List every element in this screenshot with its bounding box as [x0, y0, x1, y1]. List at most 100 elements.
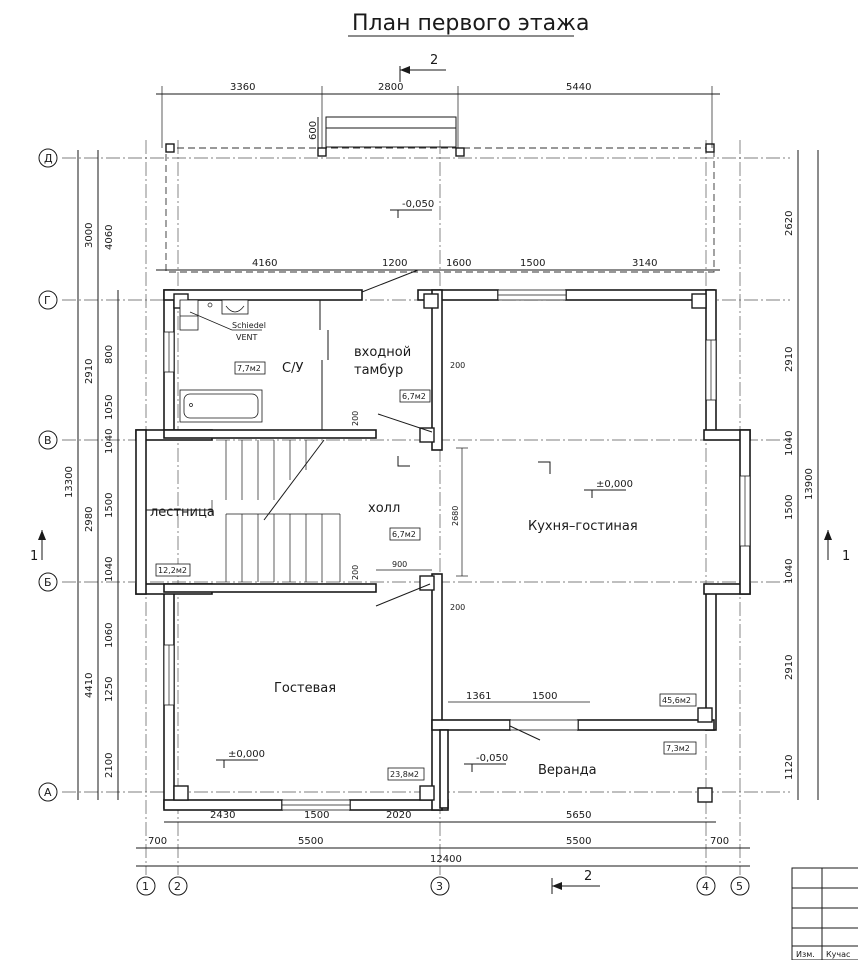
room-hall-label: холл: [368, 501, 400, 516]
area-tags: 7,7м2 6,7м2 12,2м2 6,7м2 45,6м2 7,3м2 23…: [155, 361, 697, 781]
svg-text:200: 200: [351, 565, 360, 580]
svg-text:200: 200: [450, 361, 465, 370]
room-entry-label-2: тамбур: [354, 363, 403, 378]
svg-text:12400: 12400: [430, 854, 462, 865]
svg-text:600: 600: [308, 121, 319, 140]
area-guest: 23,8м2: [390, 770, 419, 779]
svg-text:700: 700: [710, 836, 729, 847]
doors: [327, 269, 541, 741]
title-block-stamp: Изм. Кучас: [791, 867, 858, 960]
right-dimensions: 2620 2910 1040 1500 1040 2910 1120 13900: [784, 150, 819, 800]
svg-text:2620: 2620: [784, 211, 795, 236]
area-wc: 7,7м2: [237, 364, 261, 373]
area-stair: 12,2м2: [158, 566, 187, 575]
svg-text:1040: 1040: [104, 429, 115, 454]
cut-mark-left: 1: [30, 530, 46, 564]
corner-marks: [397, 447, 551, 577]
svg-text:VENT: VENT: [236, 333, 258, 342]
top-dimensions: 3360 2800 5440 600: [156, 82, 720, 148]
svg-text:5500: 5500: [566, 836, 591, 847]
svg-text:1500: 1500: [104, 493, 115, 518]
left-dimensions: 3000 4060 13300 4410 2910 2980 800 1050 …: [64, 150, 119, 800]
svg-text:1120: 1120: [784, 755, 795, 780]
svg-text:1040: 1040: [784, 431, 795, 456]
svg-text:2: 2: [584, 869, 592, 884]
svg-text:200: 200: [351, 411, 360, 426]
svg-text:4: 4: [702, 880, 709, 893]
level-terrace: -0,050: [402, 199, 434, 210]
svg-text:2800: 2800: [378, 82, 403, 93]
level-floor: ±0,000: [596, 479, 633, 490]
svg-text:2910: 2910: [784, 655, 795, 680]
svg-text:5650: 5650: [566, 810, 591, 821]
svg-text:1250: 1250: [104, 677, 115, 702]
svg-text:800: 800: [104, 345, 115, 364]
svg-text:5500: 5500: [298, 836, 323, 847]
svg-text:3: 3: [436, 880, 443, 893]
area-veranda: 7,3м2: [666, 744, 690, 753]
svg-text:1040: 1040: [784, 559, 795, 584]
section-mark-bottom: 2: [551, 869, 600, 894]
svg-text:4060: 4060: [104, 225, 115, 250]
plan-title: План первого этажа: [352, 11, 589, 36]
bottom-dimensions: 2430 1500 2020 5650 700 5500 5500 700 12…: [136, 810, 750, 867]
level-marks: -0,050 ±0,000 ±0,000 -0,050: [216, 199, 633, 772]
structural-columns: [173, 293, 713, 803]
interior-walls: [163, 289, 715, 811]
level-veranda: -0,050: [476, 753, 508, 764]
svg-text:2910: 2910: [84, 359, 95, 384]
svg-text:3360: 3360: [230, 82, 255, 93]
svg-text:2: 2: [430, 53, 438, 68]
interior-dimensions: 200 200 200 200 2680 900 1361 1500: [351, 361, 590, 703]
terrace-outline: [165, 116, 715, 273]
area-hall: 6,7м2: [392, 530, 416, 539]
svg-text:1040: 1040: [104, 557, 115, 582]
svg-text:3140: 3140: [632, 258, 657, 269]
svg-text:Б: Б: [44, 576, 52, 589]
svg-text:2020: 2020: [386, 810, 411, 821]
level-guest: ±0,000: [228, 749, 265, 760]
area-kitchen: 45,6м2: [662, 696, 691, 705]
svg-text:Кучас: Кучас: [826, 950, 850, 959]
svg-text:2430: 2430: [210, 810, 235, 821]
svg-text:3000: 3000: [84, 223, 95, 248]
room-entry-label: входной: [354, 345, 411, 360]
svg-text:1: 1: [842, 549, 850, 564]
bathroom-fixtures: [179, 299, 263, 423]
svg-text:1500: 1500: [784, 495, 795, 520]
svg-text:4160: 4160: [252, 258, 277, 269]
svg-text:1500: 1500: [304, 810, 329, 821]
svg-text:Г: Г: [44, 294, 51, 307]
svg-text:2: 2: [174, 880, 181, 893]
svg-text:5440: 5440: [566, 82, 591, 93]
svg-text:Schiedel: Schiedel: [232, 321, 266, 330]
svg-text:А: А: [44, 786, 52, 799]
svg-text:4410: 4410: [84, 673, 95, 698]
stair: [146, 439, 341, 582]
svg-text:2980: 2980: [84, 507, 95, 532]
axis-letter-bubbles: Д Г В Б А: [38, 148, 58, 802]
svg-text:900: 900: [392, 560, 407, 569]
room-wc-label: С/У: [282, 361, 303, 376]
svg-text:Изм.: Изм.: [796, 950, 815, 959]
svg-text:2680: 2680: [451, 506, 460, 526]
room-kitchen-label: Кухня–гостиная: [528, 519, 638, 534]
svg-text:Д: Д: [44, 152, 53, 165]
svg-text:1060: 1060: [104, 623, 115, 648]
section-mark-top: 2: [399, 53, 446, 82]
svg-text:1361: 1361: [466, 691, 491, 702]
windows: [163, 289, 751, 811]
svg-text:1500: 1500: [520, 258, 545, 269]
cut-mark-right: 1: [824, 530, 850, 564]
room-labels: входной тамбур С/У лестница холл Кухня–г…: [150, 345, 638, 778]
room-veranda-label: Веранда: [538, 763, 597, 778]
svg-text:13900: 13900: [804, 468, 815, 500]
svg-text:13300: 13300: [64, 466, 75, 498]
svg-text:1200: 1200: [382, 258, 407, 269]
room-guest-label: Гостевая: [274, 681, 336, 696]
svg-text:2910: 2910: [784, 347, 795, 372]
svg-text:В: В: [44, 434, 52, 447]
svg-text:2100: 2100: [104, 753, 115, 778]
room-stair-label: лестница: [150, 505, 215, 520]
